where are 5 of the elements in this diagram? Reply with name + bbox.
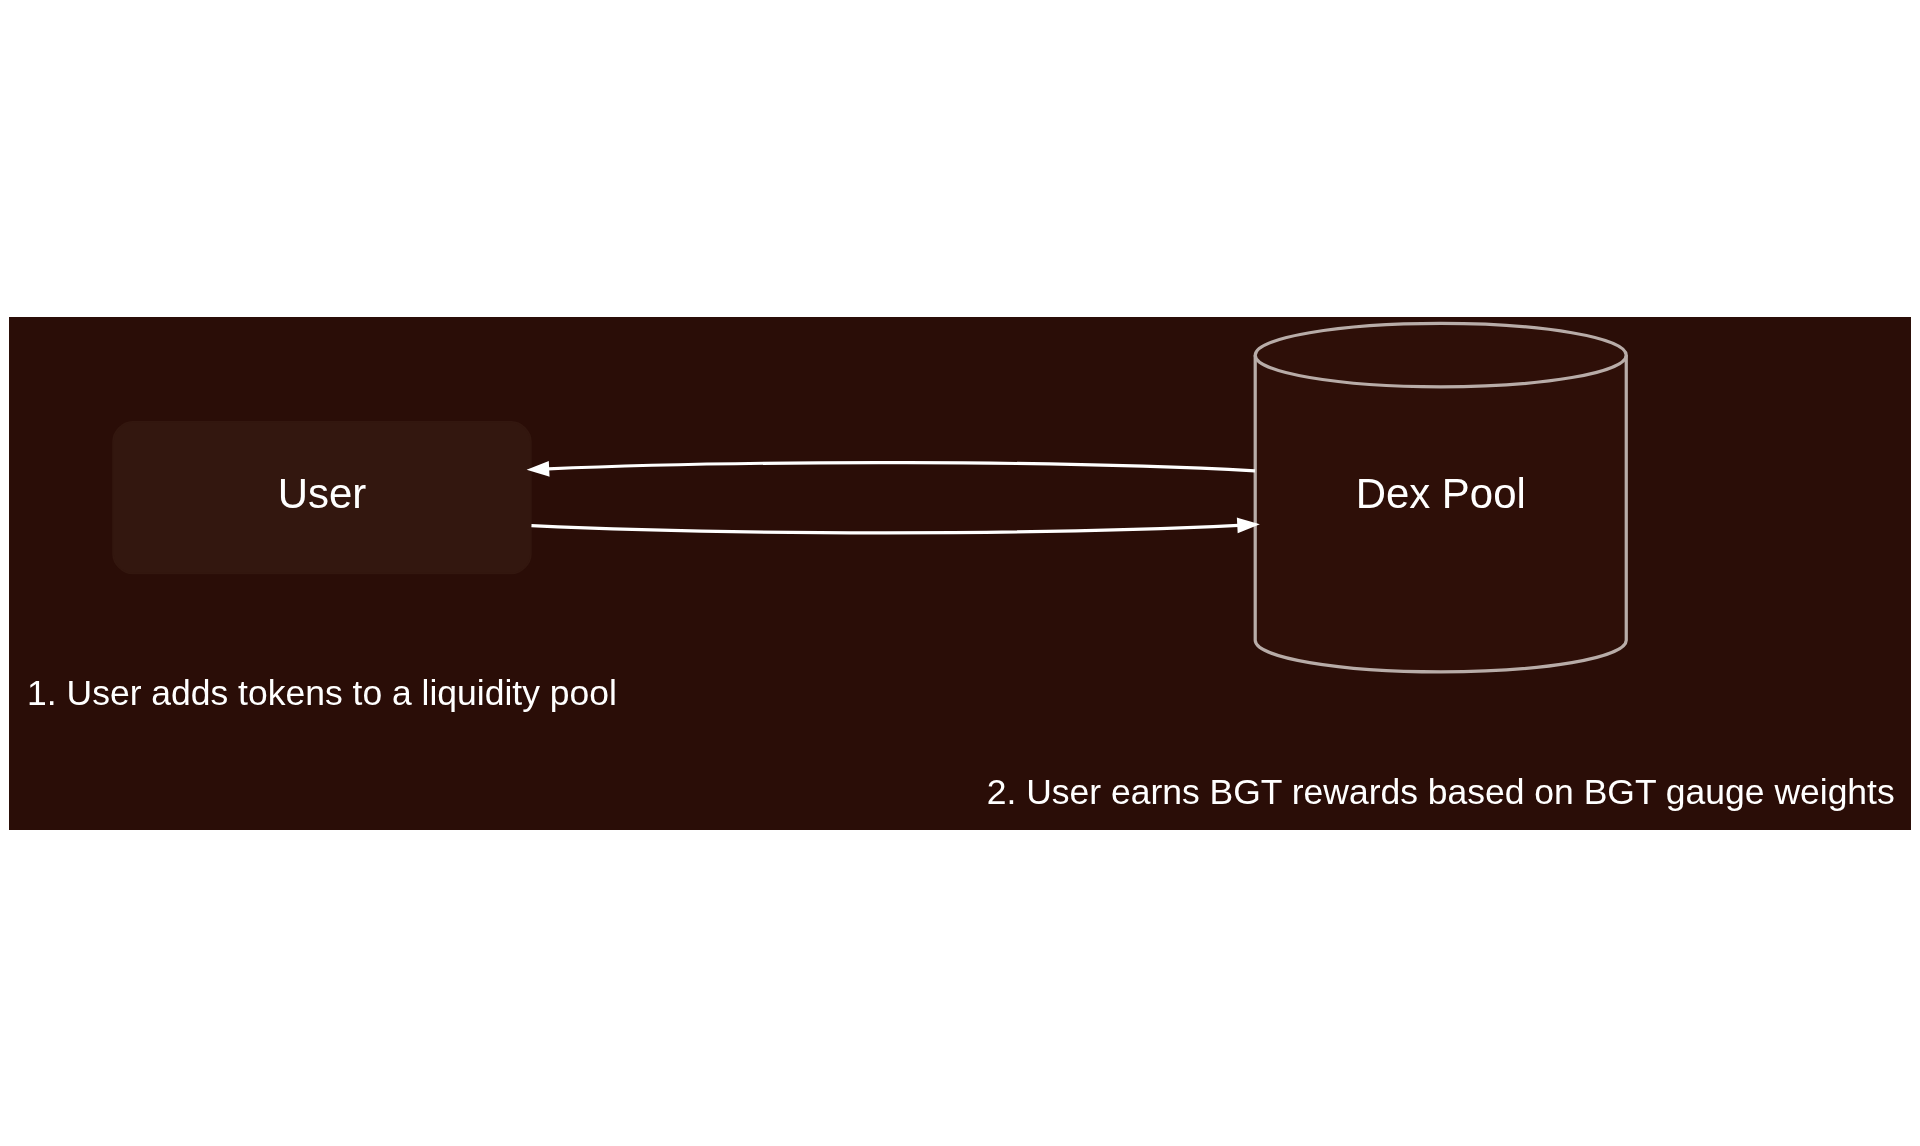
- node-box: User: [112, 420, 532, 574]
- arrow: [526, 460, 1256, 477]
- arrow: [531, 517, 1260, 534]
- label: 2. User earns BGT rewards based on BGT gauge weights: [986, 771, 1895, 812]
- label: 1. User adds tokens to a liquidity pool: [27, 672, 617, 713]
